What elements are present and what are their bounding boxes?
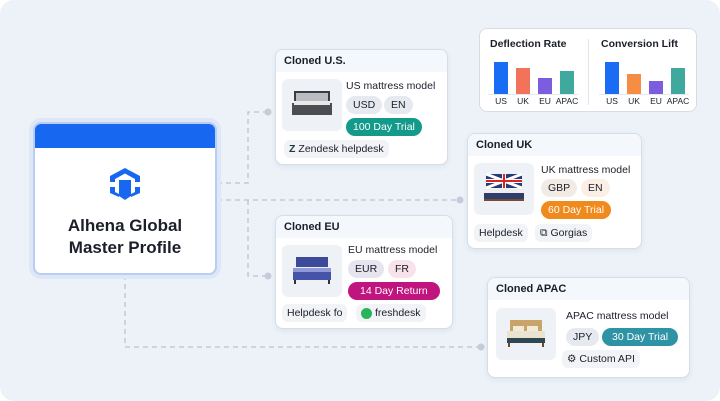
x-tick-label: UK [628, 96, 640, 106]
gear-icon: ⚙ [567, 353, 577, 365]
bar-uk [516, 67, 530, 94]
currency-tag: GBP [541, 179, 578, 197]
helpdesk-label: Helpdesk [474, 224, 528, 242]
bar-uk [627, 74, 641, 94]
clone-card-us[interactable]: Cloned U.S. US mattress model USD EN 100… [275, 49, 448, 165]
chart-divider [588, 39, 589, 105]
helpdesk-chip: freshdesk [356, 304, 426, 322]
card-title: Cloned EU [276, 216, 452, 238]
currency-tag: JPY [566, 328, 600, 346]
card-title: Cloned APAC [488, 278, 689, 300]
helpdesk-chip: ⚙Custom API [562, 350, 640, 368]
bar-eu [649, 80, 663, 94]
connector-us [217, 111, 270, 184]
x-tick-label: APAC [666, 96, 690, 106]
clone-card-eu[interactable]: Cloned EU EU mattress model EUR FR 14 Da… [275, 215, 453, 329]
policy-tag: 14 Day Return [348, 282, 440, 300]
x-tick-label: EU [650, 96, 662, 106]
bar-us [605, 62, 619, 94]
bar-eu [538, 78, 552, 94]
bar-apac [671, 68, 685, 94]
conversion-plot [599, 55, 689, 95]
clone-card-apac[interactable]: Cloned APAC APAC mattress model JPY 30 D… [487, 277, 690, 378]
helpdesk-chip: ⧉Gorgias [535, 224, 593, 242]
chart-title-deflection: Deflection Rate [490, 38, 567, 50]
x-tick-label: US [495, 96, 507, 106]
language-tag: FR [388, 260, 416, 278]
connector-eu [247, 200, 270, 277]
mattress-image [474, 163, 534, 215]
mattress-image [282, 79, 342, 131]
alhena-logo-icon [35, 166, 215, 209]
master-header-bar [35, 124, 215, 148]
gorgias-icon: ⧉ [540, 227, 548, 239]
freshdesk-icon [361, 307, 372, 319]
currency-tag: USD [346, 96, 383, 114]
x-tick-label: US [606, 96, 618, 106]
zendesk-icon: Z [289, 143, 296, 155]
model-name: APAC mattress model [566, 310, 669, 322]
bar-apac [560, 70, 574, 94]
currency-tag: EUR [348, 260, 385, 278]
policy-tag: 60 Day Trial [541, 201, 612, 219]
policy-tag: 30 Day Trial [602, 328, 679, 346]
mattress-image [496, 308, 556, 360]
language-tag: EN [384, 96, 413, 114]
card-title: Cloned UK [468, 134, 641, 156]
model-name: UK mattress model [541, 164, 631, 176]
model-name: EU mattress model [348, 244, 438, 256]
x-tick-label: UK [517, 96, 529, 106]
x-tick-label: APAC [555, 96, 579, 106]
connector-apac [124, 275, 480, 348]
chart-title-conversion: Conversion Lift [601, 38, 679, 50]
card-title: Cloned U.S. [276, 50, 447, 72]
x-tick-label: EU [539, 96, 551, 106]
deflection-plot [488, 55, 578, 95]
helpdesk-label: Helpdesk fo [282, 304, 348, 322]
metrics-chart-card: Deflection Rate Conversion Lift US UK EU AP… [479, 28, 697, 112]
model-name: US mattress model [346, 80, 436, 92]
clone-card-uk[interactable]: Cloned UK UK mattress model GBP EN 60 Da… [467, 133, 642, 249]
policy-tag: 100 Day Trial [346, 118, 422, 136]
mattress-image [282, 245, 342, 297]
bar-us [494, 62, 508, 94]
language-tag: EN [581, 179, 610, 197]
